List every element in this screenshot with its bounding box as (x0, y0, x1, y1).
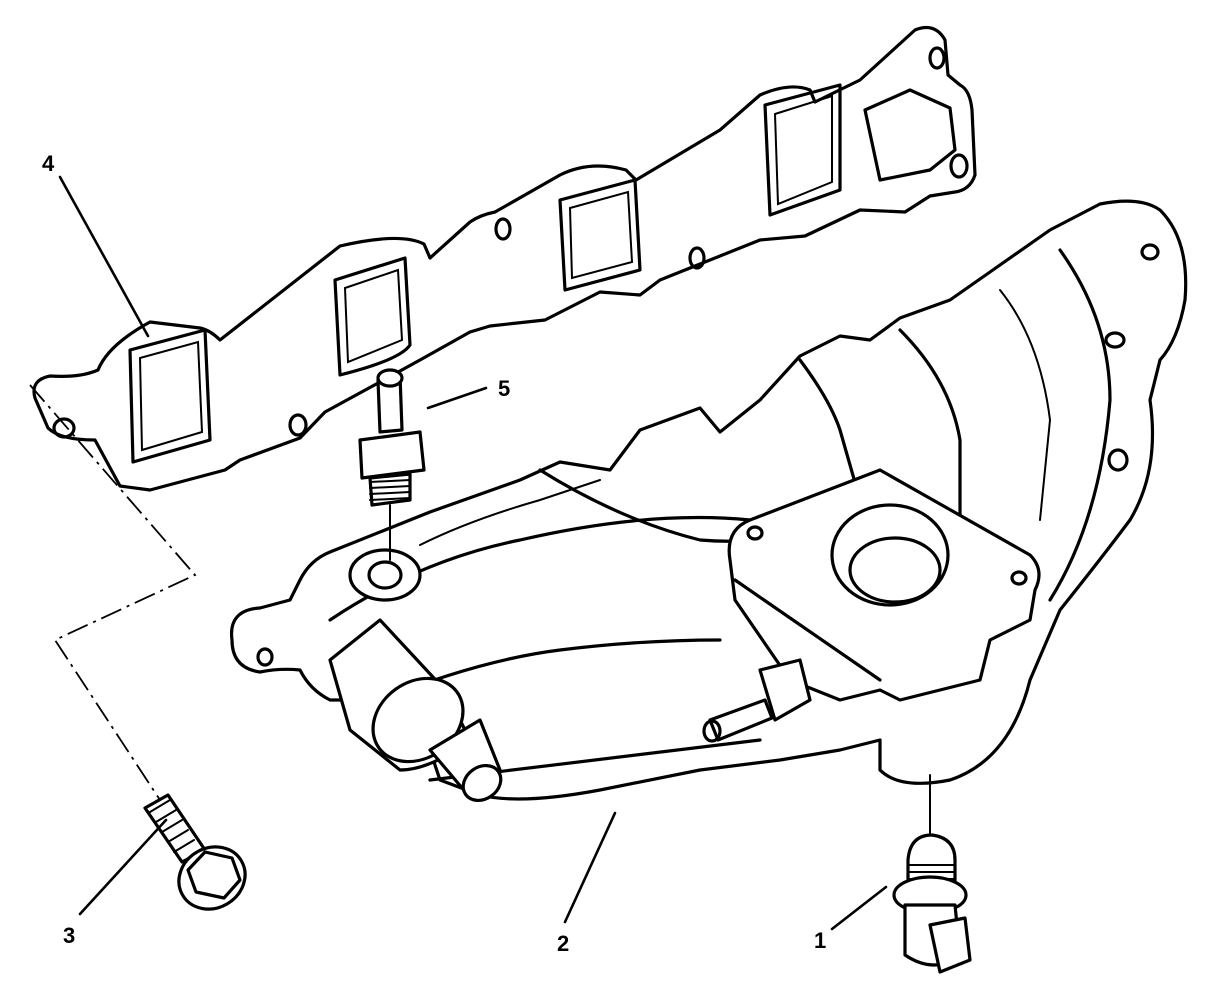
bolt-part-3 (143, 793, 247, 911)
sensor-part-1 (892, 774, 972, 974)
manifold-part-2 (229, 199, 1188, 803)
centerlines (29, 384, 197, 801)
gasket-part-4 (32, 26, 977, 492)
callout-5: 5 (498, 376, 511, 401)
callout-2: 2 (557, 931, 570, 956)
callout-4: 4 (42, 151, 55, 176)
leader-lines (58, 175, 888, 931)
callout-3: 3 (63, 923, 76, 948)
callout-1: 1 (814, 928, 827, 953)
sensor-part-5 (358, 368, 426, 561)
